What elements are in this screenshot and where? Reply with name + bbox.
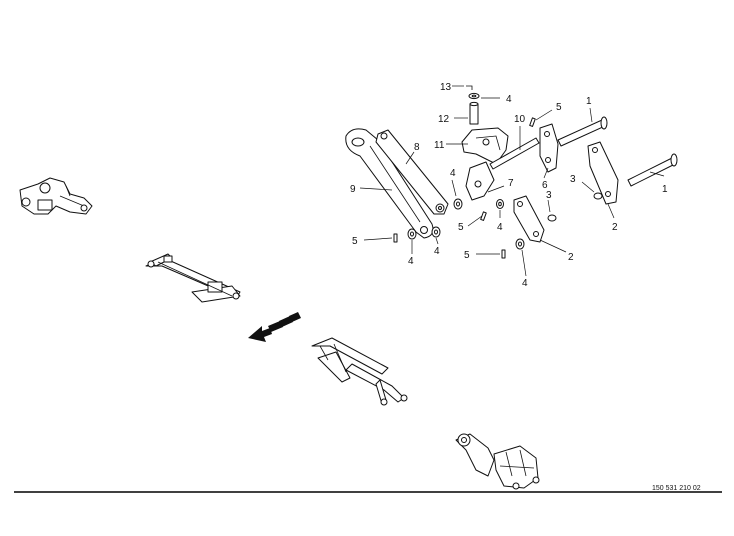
washer-left	[407, 228, 417, 240]
callout-labels: 13 4 12 10 5 1 11 8 9 4 7 6 3 3 1 2 5 4 …	[350, 82, 668, 289]
washer-top	[468, 92, 480, 100]
callout-5-low: 5	[464, 250, 470, 261]
callout-10: 10	[514, 114, 526, 125]
callout-1-top: 1	[586, 96, 592, 107]
overview-frame-assembly	[311, 337, 408, 406]
callout-6: 6	[542, 180, 548, 191]
washer-mid-b	[496, 199, 504, 209]
callout-4-midb: 4	[497, 222, 503, 233]
callout-13: 13	[440, 82, 452, 93]
bushing-3-right	[547, 214, 557, 222]
callout-4-left: 4	[408, 256, 414, 267]
callout-3-left: 3	[570, 174, 576, 185]
spring-pin-low	[501, 249, 506, 259]
callout-4-low: 4	[522, 278, 528, 289]
callout-3-right: 3	[546, 190, 552, 201]
link-8	[375, 129, 449, 215]
view-direction-arrow	[248, 312, 301, 342]
washer-center	[431, 226, 441, 238]
callout-4-top: 4	[506, 94, 512, 105]
spring-pin-left	[393, 233, 398, 243]
overview-assembly-bottom	[455, 433, 540, 490]
callout-2-low: 2	[568, 252, 574, 263]
callout-4-center: 4	[434, 246, 440, 257]
callout-12: 12	[438, 114, 450, 125]
overview-linkage-assembly	[145, 253, 241, 303]
callout-1-right: 1	[662, 184, 668, 195]
callout-2-right: 2	[612, 222, 618, 233]
callout-7: 7	[508, 178, 514, 189]
bracket-11	[461, 127, 509, 165]
washer-mid-a	[453, 198, 463, 210]
plate-6	[539, 123, 559, 173]
callout-5-top: 5	[556, 102, 562, 113]
bracket-7	[465, 161, 495, 201]
pin-1-top	[557, 116, 608, 147]
leader-lines	[359, 85, 665, 277]
pin-10	[489, 137, 540, 170]
callout-5-left: 5	[352, 236, 358, 247]
callout-4-mid: 4	[450, 168, 456, 179]
washer-low	[515, 238, 525, 250]
spring-pin-mid	[480, 211, 487, 221]
callout-5-mid: 5	[458, 222, 464, 233]
plate-2-upper	[587, 141, 619, 205]
callout-9: 9	[350, 184, 356, 195]
plate-2-lower	[513, 195, 545, 243]
clip-13	[466, 85, 473, 90]
pin-1-right	[627, 153, 678, 187]
overview-assembly-top-left	[19, 177, 93, 215]
bushing-3-left	[593, 192, 603, 200]
callout-11: 11	[434, 140, 445, 151]
callout-8: 8	[414, 142, 420, 153]
spring-pin-top	[529, 117, 536, 127]
document-number: 150 531 210 02	[652, 485, 701, 492]
pin-12	[469, 101, 479, 125]
